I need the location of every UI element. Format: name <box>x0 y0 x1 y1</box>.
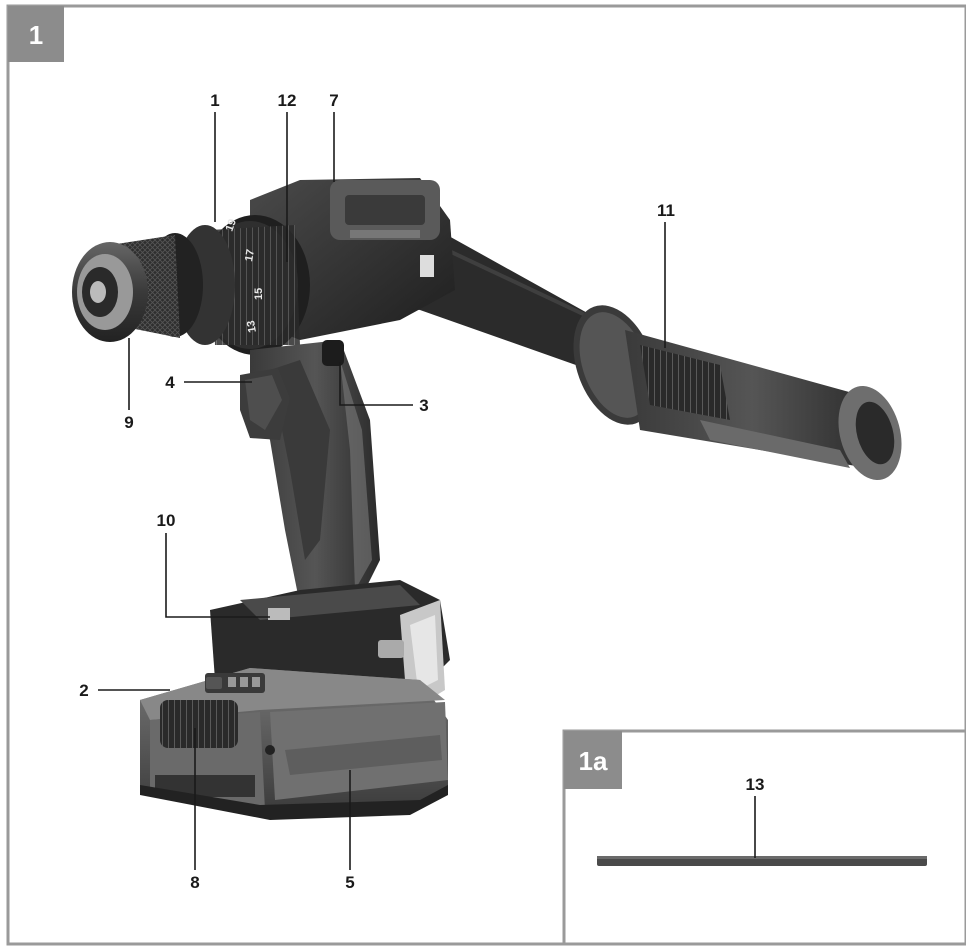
callout-3: 3 <box>419 396 428 415</box>
main-panel-label: 1 <box>29 20 43 50</box>
main-panel-tab <box>8 6 64 62</box>
torque-collar <box>175 215 310 355</box>
battery-release-button <box>160 700 238 748</box>
callout-10: 10 <box>157 511 176 530</box>
inset-panel-tab <box>564 731 622 789</box>
callout-7: 7 <box>329 91 338 110</box>
leader-lines <box>98 112 756 870</box>
callout-labels: 1 12 7 11 4 3 9 10 2 8 5 13 <box>79 91 764 892</box>
callout-13: 13 <box>746 775 765 794</box>
callout-5: 5 <box>345 873 354 892</box>
callout-12: 12 <box>278 91 297 110</box>
torque-mark-15: 15 <box>253 288 265 300</box>
inset-panel-frame <box>562 729 966 946</box>
callout-9: 9 <box>124 413 133 432</box>
callout-11: 11 <box>657 201 675 220</box>
main-panel-frame <box>6 4 966 946</box>
battery-pack <box>140 668 448 820</box>
drill-illustration: 19 17 15 13 <box>72 178 902 820</box>
torque-mark-13: 13 <box>245 319 259 333</box>
callout-4: 4 <box>165 373 175 392</box>
callout-8: 8 <box>190 873 199 892</box>
inset-panel-label: 1a <box>579 746 608 776</box>
belt-clip <box>378 600 445 705</box>
callout-2: 2 <box>79 681 88 700</box>
torque-mark-19: 19 <box>224 217 239 233</box>
callout-1: 1 <box>210 91 219 110</box>
keyless-chuck <box>72 233 203 342</box>
leader-3 <box>339 362 413 406</box>
direction-switch <box>322 340 344 366</box>
leader-10 <box>165 533 270 618</box>
torque-mark-17: 17 <box>243 248 257 262</box>
